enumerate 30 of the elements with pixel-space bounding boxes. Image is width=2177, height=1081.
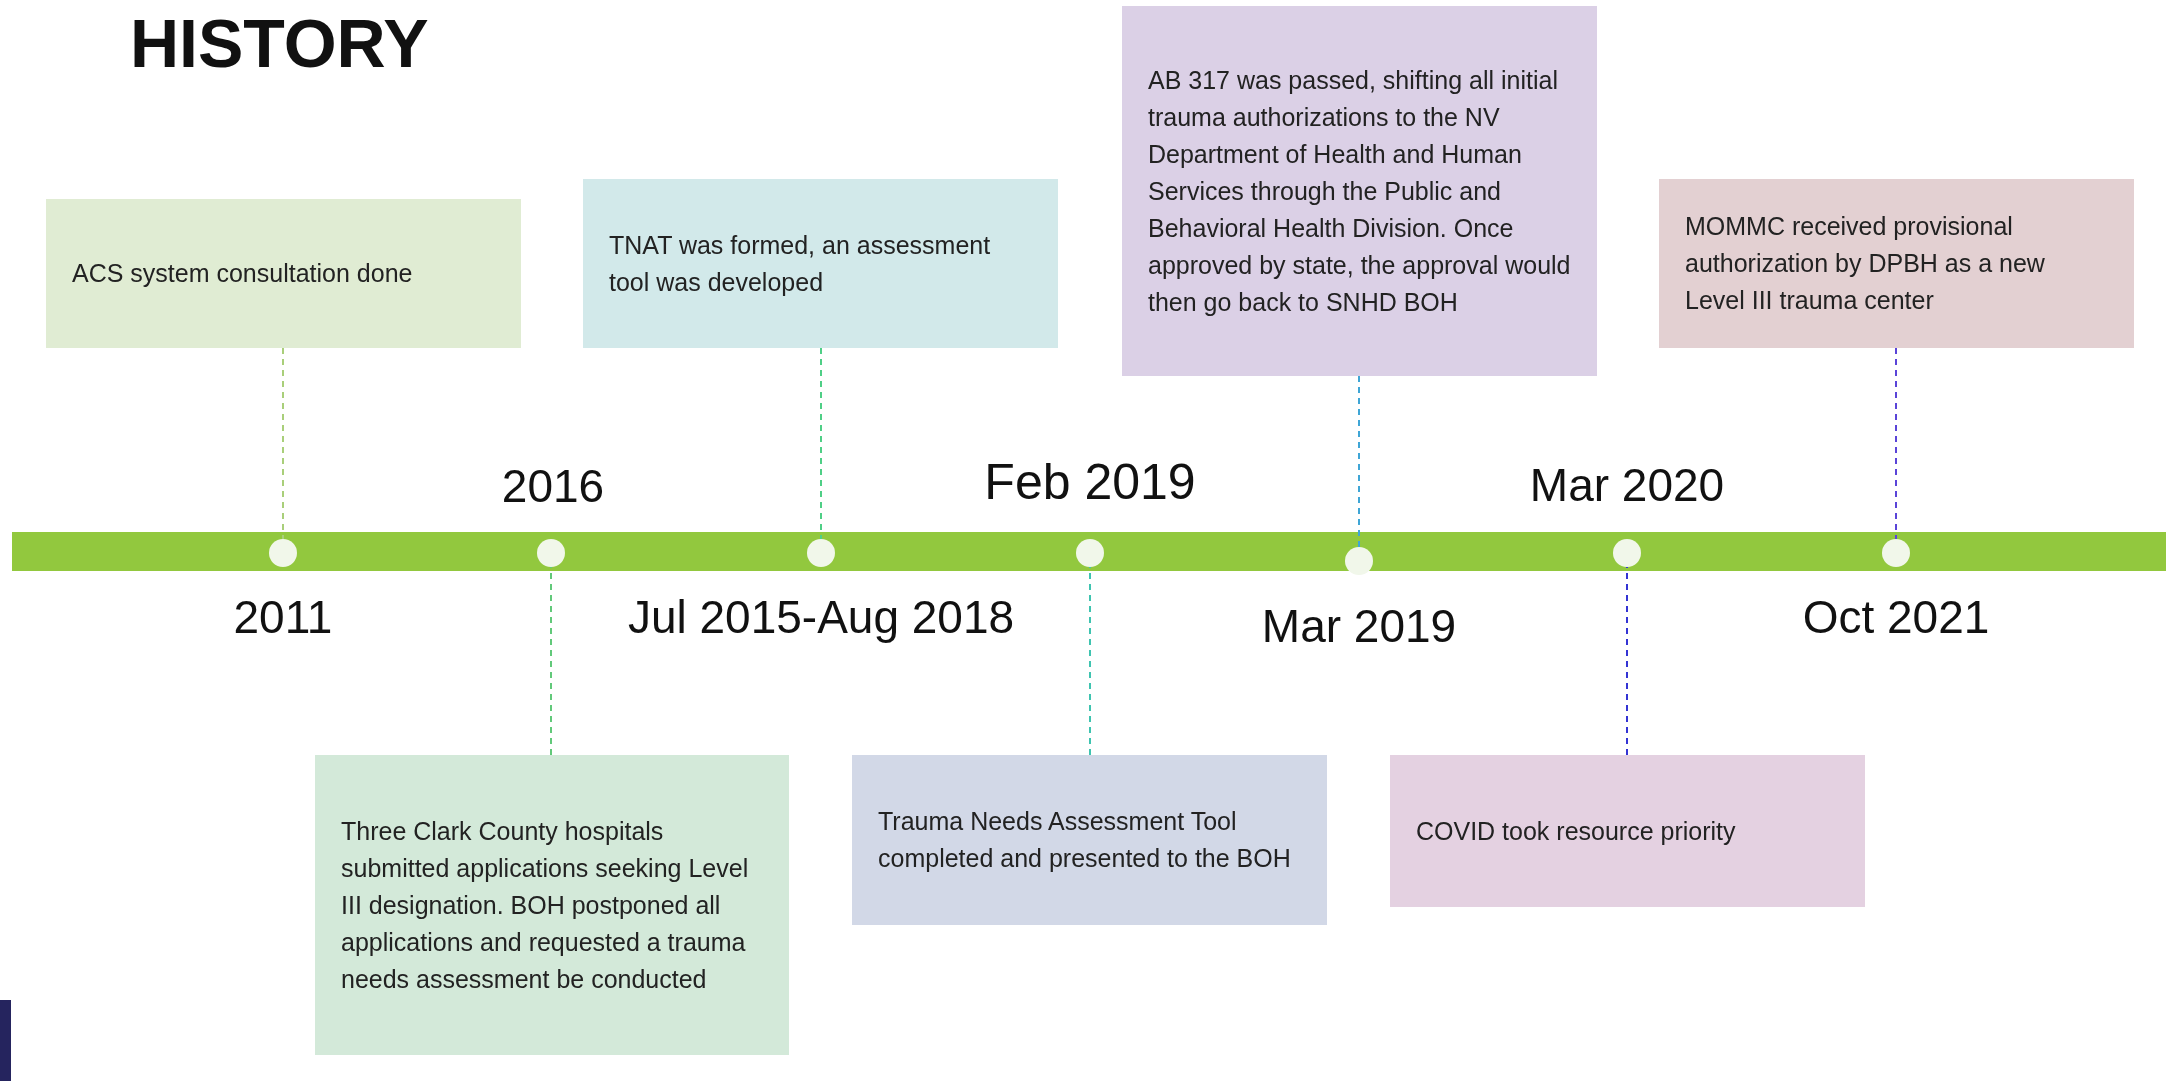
- title: HISTORY: [130, 4, 429, 82]
- date-label: Mar 2019: [1261, 599, 1457, 653]
- leader-line: [1089, 566, 1091, 756]
- event-box: [852, 755, 1327, 925]
- event-text: MOMMC received provisional authorization by DPBH as a new Level III trauma center: [1685, 211, 2046, 316]
- date-label: 2011: [233, 590, 333, 644]
- event-box: [1390, 755, 1865, 907]
- leader-line: [820, 347, 822, 540]
- date-label: Jul 2015-Aug 2018: [627, 590, 1015, 644]
- event-box: [1659, 179, 2134, 348]
- leader-line: [1626, 566, 1628, 756]
- event-box: [46, 199, 521, 348]
- event-text: COVID took resource priority: [1416, 815, 1737, 847]
- date-label: Feb 2019: [984, 453, 1196, 511]
- leader-line: [550, 566, 552, 756]
- date-label: Mar 2020: [1529, 458, 1725, 512]
- event-text: Trauma Needs Assessment Tool completed and presented to the BOH: [878, 806, 1292, 874]
- leader-line: [1895, 347, 1897, 540]
- event-box: [315, 755, 789, 1055]
- date-label: 2016: [501, 459, 605, 513]
- event-box: [1122, 6, 1597, 376]
- event-text: AB 317 was passed, shifting all initial trauma authorizations to the NV Department of Health and Human Services through the Public and Behavioral Health Division. Once approved by state, the approval would then go back to SNHD BOH: [1148, 64, 1571, 318]
- date-label: Oct 2021: [1802, 590, 1990, 644]
- event-text: Three Clark County hospitals submitted applications seeking Level III designation. BOH postponed all applications and requested a trauma needs assessment be conducted: [341, 815, 750, 995]
- event-box: [583, 179, 1058, 348]
- leader-line: [282, 347, 284, 540]
- event-text: TNAT was formed, an assessment tool was developed: [609, 229, 992, 298]
- leader-line: [1358, 375, 1360, 548]
- timeline-dot: [1345, 547, 1373, 575]
- event-text: ACS system consultation done: [72, 258, 414, 289]
